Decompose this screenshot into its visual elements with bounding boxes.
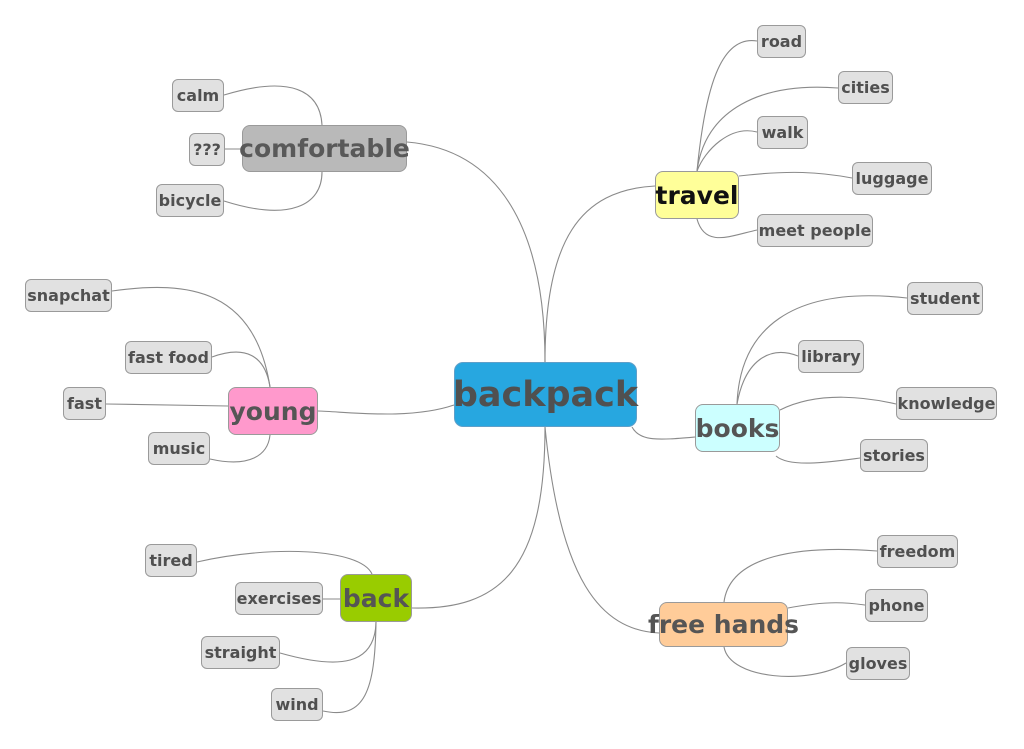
leaf-student[interactable]: student	[907, 282, 983, 315]
connector-line	[209, 434, 271, 463]
connector-line	[736, 352, 799, 405]
leaf-fast-food[interactable]: fast food	[125, 341, 212, 374]
connector-line	[105, 403, 229, 407]
leaf-calm[interactable]: calm	[172, 79, 224, 112]
connector-line	[723, 646, 847, 677]
leaf-meet-people[interactable]: meet people	[757, 214, 873, 247]
connector-line	[111, 286, 271, 388]
branch-travel[interactable]: travel	[655, 171, 739, 219]
connector-line	[696, 40, 758, 172]
leaf-fast[interactable]: fast	[63, 387, 106, 420]
connector-line	[279, 621, 377, 663]
leaf-straight[interactable]: straight	[201, 636, 280, 669]
leaf-question-marks[interactable]: ???	[189, 133, 225, 166]
connector-line	[696, 130, 758, 172]
leaf-wind[interactable]: wind	[271, 688, 323, 721]
leaf-luggage[interactable]: luggage	[852, 162, 932, 195]
connector-line	[223, 85, 323, 126]
leaf-cities[interactable]: cities	[838, 71, 893, 104]
leaf-bicycle[interactable]: bicycle	[156, 184, 224, 217]
leaf-walk[interactable]: walk	[757, 116, 808, 149]
connector-line	[787, 602, 866, 609]
central-topic-backpack[interactable]: backpack	[453, 362, 638, 427]
connector-line	[696, 218, 758, 239]
connector-line	[775, 455, 861, 464]
connector-line	[317, 404, 455, 415]
leaf-exercises[interactable]: exercises	[235, 582, 323, 615]
connector-line	[411, 426, 546, 609]
connector-line	[738, 171, 853, 179]
connector-line	[211, 351, 271, 388]
leaf-freedom[interactable]: freedom	[877, 535, 958, 568]
connector-line	[544, 426, 660, 634]
connector-line	[544, 185, 656, 363]
leaf-music[interactable]: music	[148, 432, 210, 465]
connector-line	[696, 86, 839, 172]
leaf-gloves[interactable]: gloves	[846, 647, 910, 680]
branch-back[interactable]: back	[340, 574, 412, 622]
connector-line	[631, 426, 696, 440]
connector-line	[196, 550, 373, 575]
connector-line	[406, 141, 546, 363]
leaf-library[interactable]: library	[798, 340, 864, 373]
connector-line	[723, 548, 878, 603]
leaf-knowledge[interactable]: knowledge	[896, 387, 997, 420]
branch-young[interactable]: young	[228, 387, 318, 435]
connector-line	[223, 171, 323, 211]
branch-books[interactable]: books	[695, 404, 780, 452]
branch-free-hands[interactable]: free hands	[648, 602, 799, 647]
connector-line	[779, 396, 897, 411]
leaf-phone[interactable]: phone	[865, 589, 928, 622]
leaf-tired[interactable]: tired	[145, 544, 197, 577]
leaf-snapchat[interactable]: snapchat	[25, 279, 112, 312]
connector-line	[322, 621, 377, 713]
connector-line	[736, 295, 908, 405]
leaf-stories[interactable]: stories	[860, 439, 928, 472]
branch-comfortable[interactable]: comfortable	[239, 125, 410, 172]
leaf-road[interactable]: road	[757, 25, 806, 58]
